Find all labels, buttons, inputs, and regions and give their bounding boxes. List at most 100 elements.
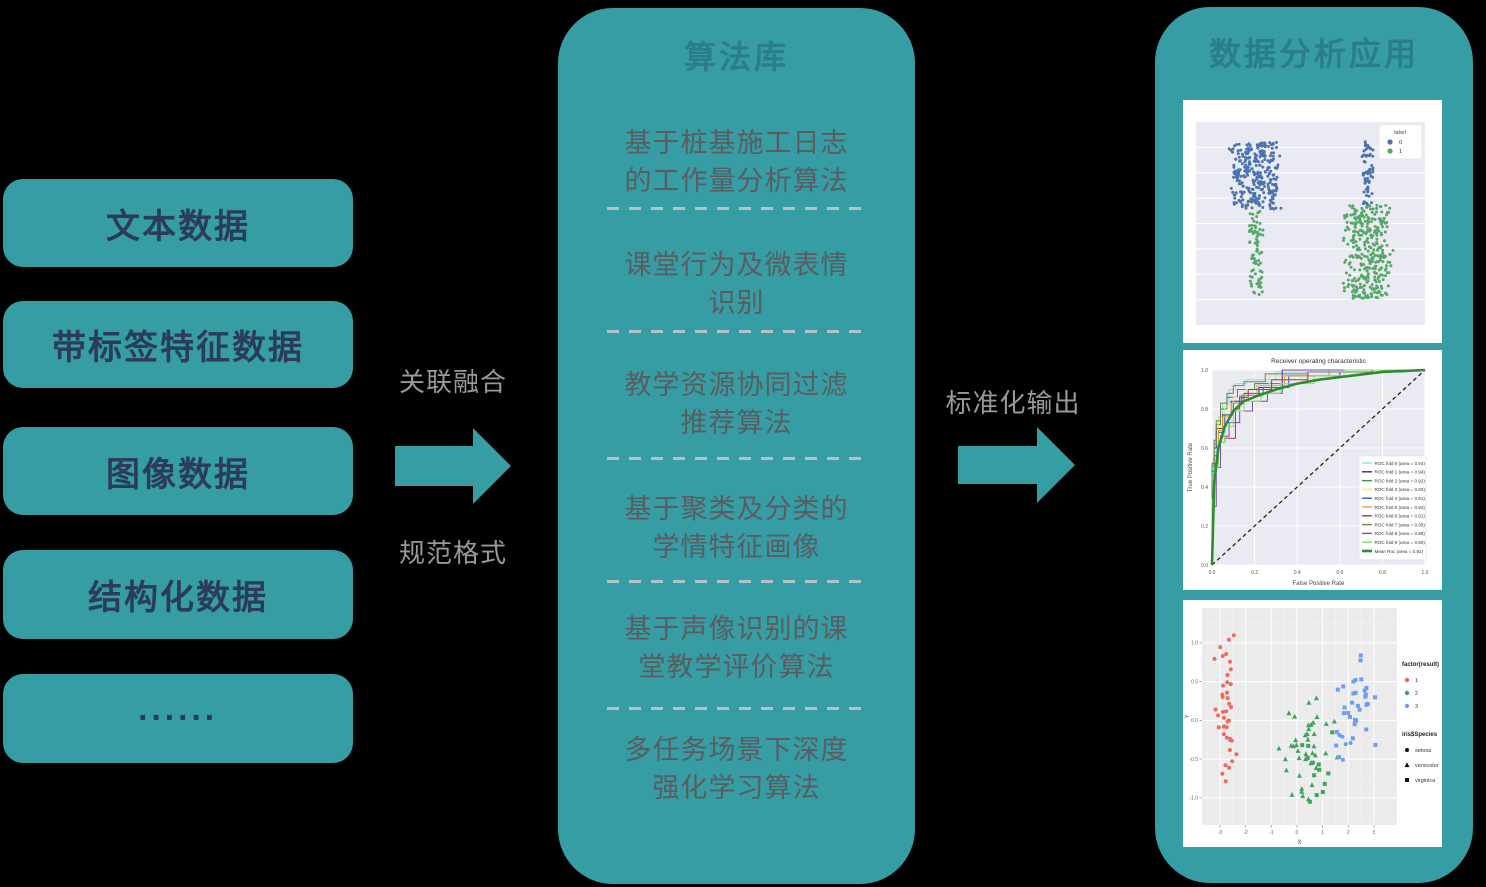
data-box-label: 结构化数据 <box>88 579 268 617</box>
svg-text:0.4: 0.4 <box>1201 485 1208 491</box>
algorithm-item-line: 基于声像识别的课 <box>624 614 849 644</box>
algorithm-item: 课堂行为及微表情 识别 <box>558 246 915 322</box>
svg-text:virginica: virginica <box>1415 778 1436 784</box>
algorithm-item: 多任务场景下深度 强化学习算法 <box>558 731 915 807</box>
output-label: 标准化输出 <box>945 388 1081 418</box>
dashed-divider <box>607 707 865 710</box>
svg-text:versicolor: versicolor <box>1415 763 1439 769</box>
svg-text:Y: Y <box>1185 714 1191 718</box>
algorithm-item: 基于聚类及分类的 学情特征画像 <box>558 490 915 566</box>
svg-text:3: 3 <box>1373 830 1376 836</box>
svg-text:ROC fold 9 (area = 0.90): ROC fold 9 (area = 0.90) <box>1375 540 1426 545</box>
svg-text:0.0: 0.0 <box>1201 563 1208 569</box>
roc-chart-card: 0.0 0.2 0.4 0.6 0.8 1.0 0.0 0.2 0.4 0.6 0.8 1.0 Rece… <box>1183 350 1442 590</box>
data-box-label: ······ <box>138 699 218 737</box>
svg-text:1: 1 <box>1415 678 1418 684</box>
dashed-divider <box>607 207 865 210</box>
svg-text:0.2: 0.2 <box>1201 524 1208 530</box>
roc-curve-chart: 0.0 0.2 0.4 0.6 0.8 1.0 0.0 0.2 0.4 0.6 0.8 1.0 Rece… <box>1188 358 1429 587</box>
algorithm-item-line: 基于桩基施工日志 <box>624 128 849 158</box>
svg-text:1: 1 <box>1321 830 1324 836</box>
data-box-label: 图像数据 <box>106 455 250 494</box>
algorithm-item-line: 识别 <box>708 288 765 318</box>
svg-text:1.0: 1.0 <box>1191 641 1198 647</box>
data-box-text: 文本数据 <box>3 179 353 267</box>
svg-text:0.8: 0.8 <box>1201 407 1208 413</box>
fusion-label: 关联融合 <box>398 367 507 397</box>
algorithm-library-panel: 算法库 基于桩基施工日志 的工作量分析算法 课堂行为及微表情 识别 教学资源协同… <box>558 8 915 884</box>
svg-text:1: 1 <box>1399 149 1402 155</box>
data-box-label: 带标签特征数据 <box>52 329 304 367</box>
data-box-image: 图像数据 <box>3 427 353 515</box>
arrow-body <box>395 446 473 486</box>
algorithm-item: 教学资源协同过滤 推荐算法 <box>558 366 915 442</box>
svg-text:iris$Species: iris$Species <box>1402 732 1438 738</box>
svg-text:0: 0 <box>1296 830 1299 836</box>
svg-text:0.2: 0.2 <box>1251 570 1258 576</box>
svg-text:-1.0: -1.0 <box>1189 796 1198 802</box>
svg-text:0.8: 0.8 <box>1379 570 1386 576</box>
svg-text:-2: -2 <box>1243 830 1248 836</box>
svg-text:ROC fold 8 (area = 0.88): ROC fold 8 (area = 0.88) <box>1375 531 1426 536</box>
svg-text:3: 3 <box>1415 704 1418 710</box>
svg-text:Receiver operating characteris: Receiver operating characteristic <box>1271 358 1366 365</box>
algorithm-item: 基于桩基施工日志 的工作量分析算法 <box>558 124 915 200</box>
svg-text:ROC fold 6 (area = 0.91): ROC fold 6 (area = 0.91) <box>1375 514 1426 519</box>
dashed-divider <box>607 580 865 583</box>
flow-arrow-right-icon <box>958 427 1075 503</box>
algorithm-item-line: 推荐算法 <box>680 408 793 438</box>
svg-text:ROC fold 2 (area = 0.92): ROC fold 2 (area = 0.92) <box>1375 478 1426 483</box>
format-label: 规范格式 <box>398 538 507 568</box>
svg-text:0: 0 <box>1399 140 1402 146</box>
iris-scatter-chart: -3 -2 -1 0 1 2 3 -1.0 -0.5 0.0 0.5 1.0X Yfactor(resu… <box>1185 608 1439 846</box>
data-box-ellipsis: ······ <box>3 674 353 763</box>
svg-text:label: label <box>1394 130 1406 136</box>
svg-text:1.0: 1.0 <box>1422 570 1429 576</box>
data-box-label: 文本数据 <box>106 207 250 246</box>
swarm-plot-chart: label 0 1 <box>1196 122 1425 325</box>
svg-text:0.0: 0.0 <box>1209 570 1216 576</box>
algorithm-item-line: 基于聚类及分类的 <box>624 494 849 524</box>
svg-text:0.5: 0.5 <box>1191 679 1198 685</box>
svg-text:2: 2 <box>1347 830 1350 836</box>
svg-text:ROC fold 3 (area = 0.93): ROC fold 3 (area = 0.93) <box>1375 487 1426 492</box>
svg-text:Mean Roc (area = 0.92): Mean Roc (area = 0.92) <box>1375 549 1424 554</box>
svg-text:False Positive Rate: False Positive Rate <box>1293 581 1345 587</box>
algorithm-item-line: 学情特征画像 <box>652 532 821 562</box>
algorithm-library-title: 算法库 <box>683 39 789 75</box>
svg-text:-3: -3 <box>1218 830 1223 836</box>
algorithm-item-line: 多任务场景下深度 <box>624 735 849 765</box>
dashed-divider <box>607 457 865 460</box>
svg-text:ROC fold 0 (area = 0.94): ROC fold 0 (area = 0.94) <box>1375 461 1426 466</box>
svg-text:-1: -1 <box>1269 830 1274 836</box>
arrow-body <box>958 446 1037 484</box>
algorithm-item-line: 强化学习算法 <box>652 773 821 803</box>
svg-text:2: 2 <box>1415 691 1418 697</box>
svg-text:-0.5: -0.5 <box>1189 757 1198 763</box>
data-box-labeled-features: 带标签特征数据 <box>3 301 353 388</box>
flow-arrow-left-icon <box>395 428 511 504</box>
swarm-chart-card: label 0 1 <box>1183 100 1442 343</box>
svg-text:factor(result): factor(result) <box>1402 662 1439 668</box>
svg-text:0.6: 0.6 <box>1201 446 1208 452</box>
svg-text:0.0: 0.0 <box>1191 718 1198 724</box>
svg-text:ROC fold 4 (area = 0.91): ROC fold 4 (area = 0.91) <box>1375 496 1426 501</box>
algorithm-item-line: 堂教学评价算法 <box>638 652 835 682</box>
svg-text:setosa: setosa <box>1415 748 1432 754</box>
svg-text:ROC fold 1 (area = 0.94): ROC fold 1 (area = 0.94) <box>1375 470 1426 475</box>
dashed-divider <box>607 330 865 333</box>
data-analysis-title: 数据分析应用 <box>1208 36 1419 72</box>
arrow-head <box>473 428 511 504</box>
data-box-structured: 结构化数据 <box>3 550 353 639</box>
arrow-head <box>1037 427 1075 503</box>
svg-text:0.4: 0.4 <box>1294 570 1301 576</box>
svg-text:1.0: 1.0 <box>1201 368 1208 374</box>
svg-text:X: X <box>1297 840 1301 846</box>
algorithm-item: 基于声像识别的课 堂教学评价算法 <box>558 610 915 686</box>
svg-text:0.6: 0.6 <box>1336 570 1343 576</box>
algorithm-item-line: 的工作量分析算法 <box>624 166 849 196</box>
svg-text:ROC fold 7 (area = 0.95): ROC fold 7 (area = 0.95) <box>1375 522 1426 527</box>
